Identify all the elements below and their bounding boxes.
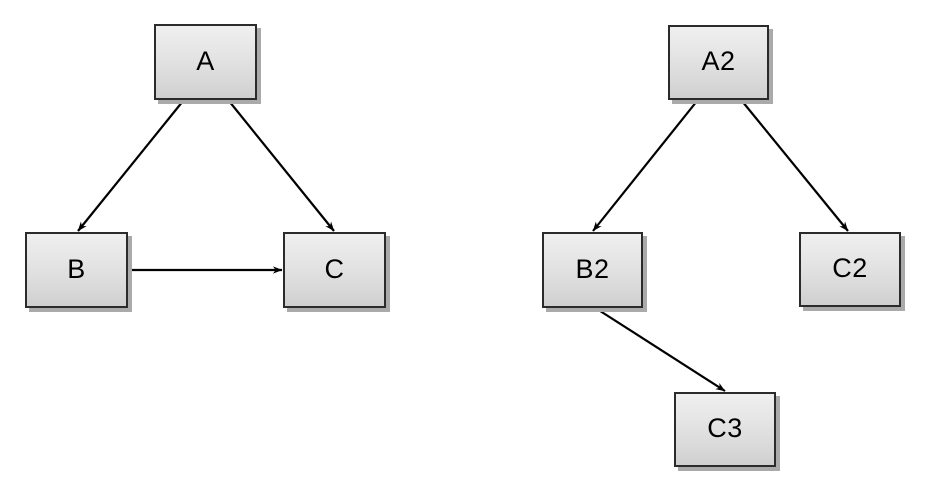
node-a2[interactable]: A2	[668, 25, 769, 100]
node-label: C2	[832, 253, 868, 283]
node-c[interactable]: C	[283, 232, 386, 308]
node-label: C3	[707, 413, 743, 443]
edges-group	[77, 100, 849, 392]
node-b2[interactable]: B2	[542, 232, 643, 308]
node-c3[interactable]: C3	[674, 392, 776, 467]
node-label: A2	[701, 46, 736, 76]
node-c2[interactable]: C2	[799, 232, 901, 307]
node-b[interactable]: B	[25, 232, 128, 308]
edge-b2-c3[interactable]	[596, 308, 726, 392]
edge-a2-b2[interactable]	[592, 100, 698, 232]
edge-a-c[interactable]	[228, 100, 335, 232]
node-label: B2	[575, 253, 610, 284]
node-a[interactable]: A	[154, 24, 257, 100]
edge-a-b[interactable]	[77, 100, 184, 232]
node-label: C	[324, 253, 345, 284]
edge-a2-c2[interactable]	[741, 100, 849, 232]
node-label: B	[67, 253, 86, 284]
node-label: A	[196, 45, 215, 76]
